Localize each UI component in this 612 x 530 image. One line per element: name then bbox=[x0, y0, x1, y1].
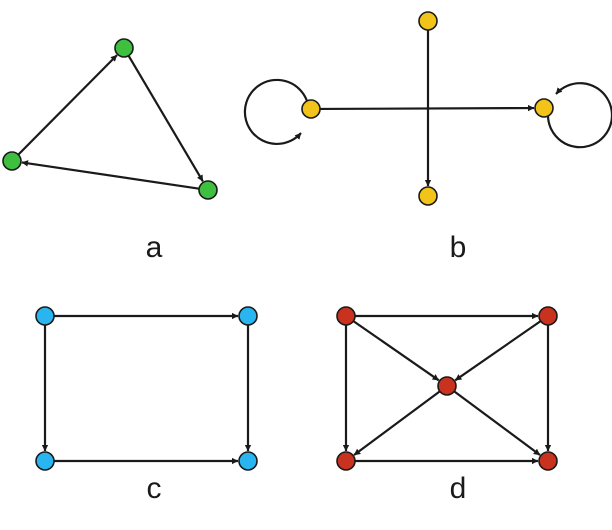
node-b_left bbox=[301, 99, 321, 119]
panel-label-a: a bbox=[146, 231, 163, 264]
panel-label-b: b bbox=[450, 231, 467, 264]
edge-d_tl-to-d_c bbox=[352, 320, 440, 382]
panel-label-d: d bbox=[450, 472, 467, 505]
edge-d_c-to-d_br bbox=[453, 390, 541, 456]
node-b_top bbox=[418, 11, 438, 31]
node-a1 bbox=[114, 38, 134, 58]
node-a3 bbox=[2, 151, 22, 171]
edge-d_c-to-d_bl bbox=[353, 390, 441, 456]
self-loop-b_right bbox=[546, 82, 612, 149]
panel-label-c: c bbox=[147, 472, 162, 505]
self-loop-b_left bbox=[243, 78, 309, 146]
node-d_c bbox=[437, 376, 457, 396]
edge-a3-to-a1 bbox=[17, 54, 118, 156]
node-c_bl bbox=[35, 451, 55, 471]
node-c_tl bbox=[35, 306, 55, 326]
node-b_bottom bbox=[418, 186, 438, 206]
node-c_br bbox=[238, 451, 258, 471]
edge-a2-to-a3 bbox=[21, 160, 200, 190]
node-d_bl bbox=[336, 451, 356, 471]
node-d_tr bbox=[538, 306, 558, 326]
edge-d_tr-to-d_c bbox=[454, 320, 542, 382]
node-c_tr bbox=[238, 306, 258, 326]
node-d_tl bbox=[336, 306, 356, 326]
edge-a1-to-a2 bbox=[127, 55, 204, 182]
node-b_right bbox=[534, 98, 554, 118]
node-d_br bbox=[538, 451, 558, 471]
node-a2 bbox=[198, 180, 218, 200]
edges-layer bbox=[17, 30, 612, 465]
nodes-layer bbox=[2, 11, 558, 471]
